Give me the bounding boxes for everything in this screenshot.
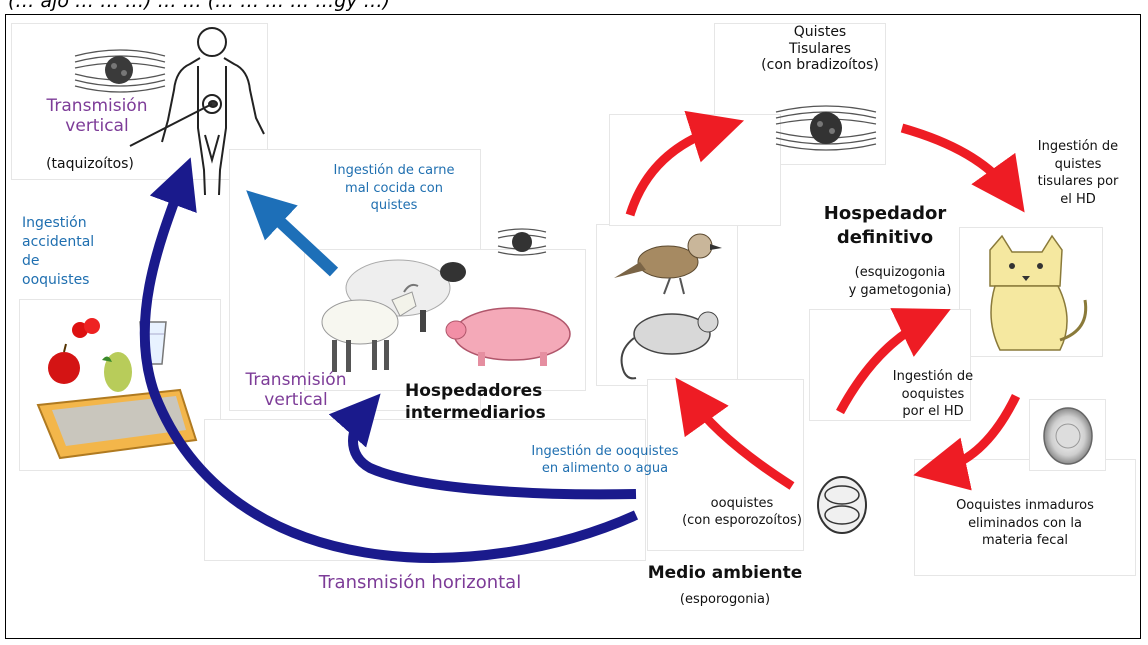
oocyst-icon (1044, 408, 1092, 464)
label-transmision-horizontal: Transmisión horizontal (280, 572, 560, 593)
label-taquizoitos: (taquizoítos) (30, 156, 150, 173)
bird-icon (614, 234, 722, 294)
pig-icon (446, 308, 570, 366)
label-ingestion-accidental: Ingestión accidental de ooquistes (22, 214, 110, 290)
arrow-meat-to-human (262, 205, 334, 272)
label-ingestion-ooquistes-alimento: Ingestión de ooquistes en alimento o agu… (505, 444, 705, 478)
label-ooquistes-esporozoitos: ooquistes (con esporozoítos) (672, 496, 812, 530)
label-hospedador-definitivo: Hospedador definitivo (815, 202, 955, 251)
label-hospedadores-intermediarios: Hospedadores intermediarios (405, 380, 575, 424)
arrow-env-to-prey (690, 398, 792, 486)
label-ingestion-ooquistes-hd: Ingestión de ooquistes por el HD (878, 368, 988, 421)
label-ingestion-quistes-hd: Ingestión de quistes tisulares por el HD (1018, 138, 1138, 208)
rat-icon (622, 312, 718, 378)
arrow-cyst-to-cat (902, 128, 1010, 192)
label-ooquistes-inmaduros: Ooquistes inmaduros eliminados con la ma… (920, 497, 1130, 550)
label-medio-ambiente: Medio ambiente (630, 563, 820, 583)
tissue-cyst-icon (498, 229, 546, 255)
label-esporogonia: (esporogonia) (655, 592, 795, 607)
sporulated-oocyst-icon (818, 477, 866, 533)
label-esquizogonia: (esquizogonia y gametogonia) (820, 264, 980, 299)
arrow-prey-to-cyst (630, 128, 720, 215)
arrow-ingestion-to-human (145, 178, 636, 558)
cat-icon (990, 236, 1086, 350)
fruit-icon (48, 318, 132, 392)
label-ingestion-carne: Ingestión de carne mal cocida con quiste… (318, 162, 470, 215)
label-quistes-tisulares: Quistes Tisulares (con bradizoítos) (740, 24, 900, 74)
tissue-cyst-icon (776, 106, 876, 150)
label-transmision-vertical-animals: Transmisión vertical (226, 370, 366, 410)
tissue-cyst-icon (75, 50, 165, 92)
label-transmision-vertical-human: Transmisión vertical (22, 96, 172, 136)
